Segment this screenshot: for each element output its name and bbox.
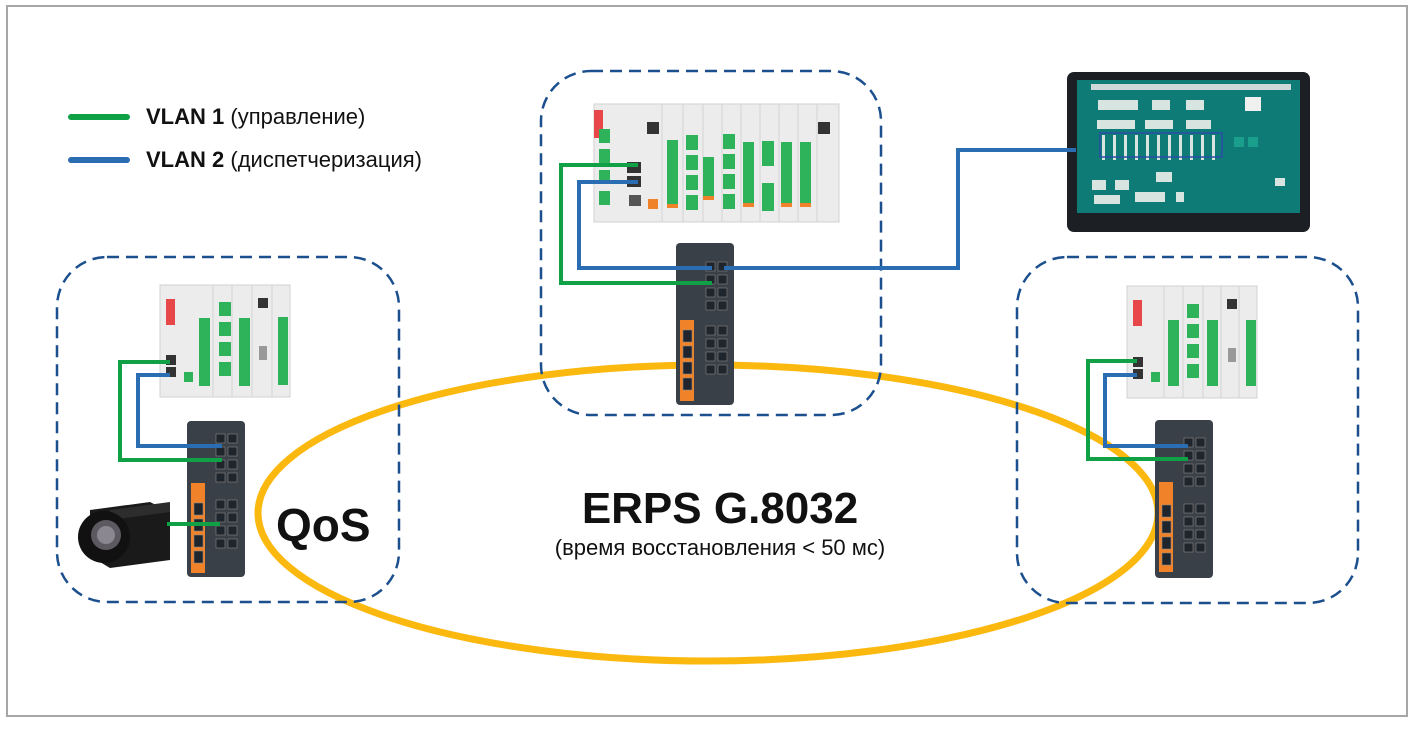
node-group-right xyxy=(1015,255,1360,605)
ring-subtitle: (время восстановления < 50 мс) xyxy=(554,535,886,560)
plc-right xyxy=(1126,285,1258,399)
qos-label: QoS xyxy=(276,499,371,551)
dip-switch-icon xyxy=(594,110,603,138)
terminal-blocks xyxy=(599,129,811,211)
ring-title: ERPS G.8032 xyxy=(581,484,859,533)
vlan1-cable-left xyxy=(118,360,222,462)
ethernet-port-icon xyxy=(818,122,830,134)
legend-item-vlan2: VLAN 2 (диспетчеризация) xyxy=(146,147,422,173)
switch-left xyxy=(187,421,245,577)
vlan2-cable-left xyxy=(136,373,222,448)
ethernet-port-icon xyxy=(629,195,641,206)
camera-icon xyxy=(78,502,170,568)
legend-vlan2-desc: (диспетчеризация) xyxy=(230,147,422,172)
switch-right xyxy=(1155,420,1213,578)
ethernet-port-icon xyxy=(627,162,641,173)
node-group-left xyxy=(55,255,401,604)
legend-vlan2-name: VLAN 2 xyxy=(146,147,225,172)
vlan2-cable-hmi xyxy=(724,148,1076,270)
vlan2-cable-center xyxy=(577,180,712,270)
ethernet-port-icon xyxy=(647,122,659,134)
vlan1-cable-center xyxy=(559,163,712,285)
hmi-panel xyxy=(1067,72,1310,232)
node-group-center xyxy=(539,69,883,417)
legend-vlan1-desc: (управление) xyxy=(230,104,366,129)
plc-left xyxy=(159,284,291,398)
legend-item-vlan1: VLAN 1 (управление) xyxy=(146,104,365,130)
vlan2-cable-right xyxy=(1103,373,1188,448)
legend-vlan1-name: VLAN 1 xyxy=(146,104,225,129)
vlan1-cable-right xyxy=(1086,359,1188,461)
